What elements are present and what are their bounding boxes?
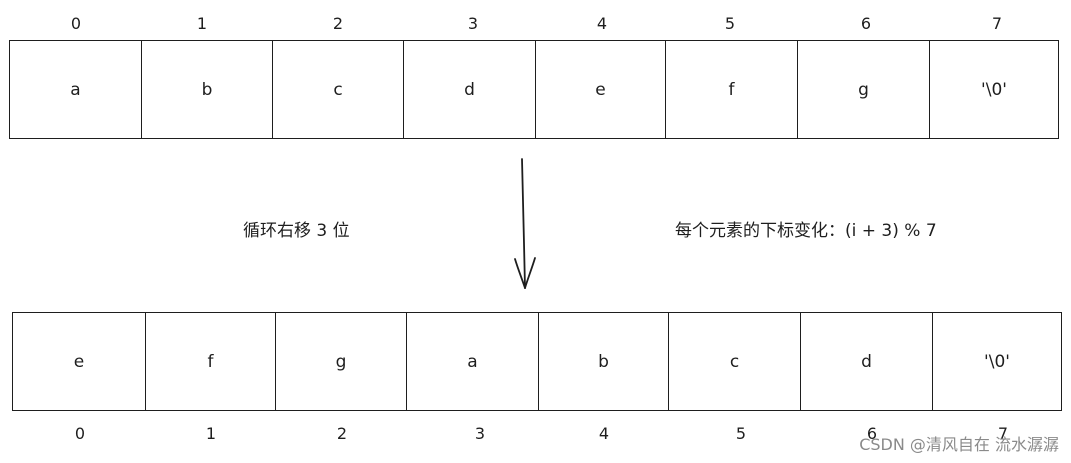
top-cell-7: '\0' [929,40,1059,139]
bottom-cell-4-value: b [598,351,609,372]
top-cell-2: c [272,40,404,139]
bottom-cell-1-value: f [207,351,214,372]
top-index-5: 5 [724,14,736,33]
top-index-0: 0 [70,14,82,33]
bottom-index-6: 6 [866,424,878,443]
top-cell-5: f [665,40,798,139]
bottom-cell-7-value: '\0' [984,351,1010,372]
bottom-cell-5-value: c [729,351,740,372]
top-index-4: 4 [596,14,608,33]
rotate-label: 循环右移 3 位 [243,221,350,241]
formula-label: 每个元素的下标变化：(i + 3) % 7 [675,221,937,241]
top-cell-1-value: b [201,79,213,100]
top-cell-6-value: g [858,79,869,100]
top-cell-2-value: c [333,79,343,100]
top-index-2: 2 [332,14,344,33]
top-cell-0-value: a [70,79,81,100]
bottom-cell-7: '\0' [932,312,1062,411]
top-cell-4-value: e [595,79,606,100]
bottom-index-3: 3 [474,424,486,443]
bottom-index-0: 0 [74,424,86,443]
watermark: CSDN @清风自在 流水潺潺 [859,435,1059,454]
top-index-6: 6 [860,14,872,33]
bottom-index-1: 1 [205,424,217,443]
bottom-cell-3-value: a [467,351,478,372]
bottom-cell-3: a [406,312,539,411]
top-cell-4: e [535,40,666,139]
bottom-cell-0: e [12,312,146,411]
down-arrow-icon [514,158,536,289]
bottom-cell-2: g [275,312,407,411]
bottom-cell-6-value: d [861,351,872,372]
top-cell-7-value: '\0' [981,79,1007,100]
bottom-cell-1: f [145,312,276,411]
bottom-cell-0-value: e [73,351,85,372]
top-index-7: 7 [991,14,1003,33]
bottom-cell-2-value: g [335,351,347,372]
bottom-index-7: 7 [997,424,1009,443]
top-index-1: 1 [196,14,208,33]
top-cell-3-value: d [464,79,475,100]
top-cell-6: g [797,40,930,139]
bottom-index-4: 4 [598,424,610,443]
bottom-index-5: 5 [735,424,747,443]
top-cell-0: a [9,40,142,139]
top-cell-1: b [141,40,273,139]
top-cell-3: d [403,40,536,139]
bottom-cell-4: b [538,312,669,411]
bottom-cell-6: d [800,312,933,411]
bottom-cell-5: c [668,312,801,411]
top-index-3: 3 [467,14,479,33]
top-cell-5-value: f [728,79,735,100]
bottom-index-2: 2 [336,424,348,443]
